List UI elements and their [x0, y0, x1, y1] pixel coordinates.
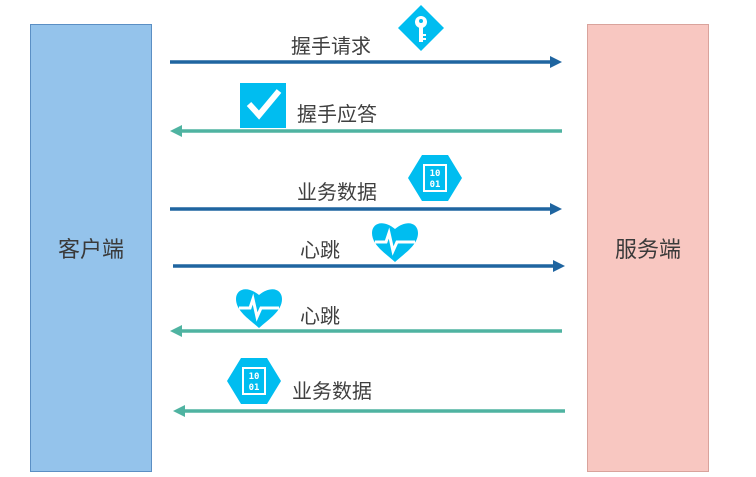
message-label-handshake-request: 握手请求: [291, 34, 371, 58]
binary-data-icon: 10 01: [227, 358, 281, 404]
message-label-business-data-request: 业务数据: [297, 180, 377, 204]
svg-text:01: 01: [249, 383, 260, 393]
server-label: 服务端: [614, 238, 681, 263]
key-icon: [398, 5, 444, 51]
message-label-handshake-response: 握手应答: [297, 102, 377, 126]
heartbeat-icon: [236, 289, 282, 328]
message-label-heartbeat-response: 心跳: [300, 304, 340, 328]
client-label: 客户端: [57, 238, 124, 263]
arrow-handshake-response: [170, 125, 562, 137]
arrow-heartbeat-request: [173, 260, 565, 272]
arrow-business-data-response: [173, 405, 565, 417]
arrow-heartbeat-response: [170, 325, 562, 337]
client-node: 客户端: [30, 24, 152, 472]
message-label-business-data-response: 业务数据: [292, 379, 372, 403]
checkbox-icon: [240, 83, 286, 128]
heartbeat-icon: [372, 223, 418, 262]
binary-data-icon: 10 01: [408, 155, 462, 201]
svg-text:10: 10: [430, 169, 441, 179]
arrow-handshake-request: [170, 56, 562, 68]
message-label-heartbeat-request: 心跳: [300, 238, 340, 262]
arrow-business-data-request: [170, 203, 562, 215]
svg-text:01: 01: [430, 180, 441, 190]
server-node: 服务端: [587, 24, 709, 472]
svg-text:10: 10: [249, 372, 260, 382]
